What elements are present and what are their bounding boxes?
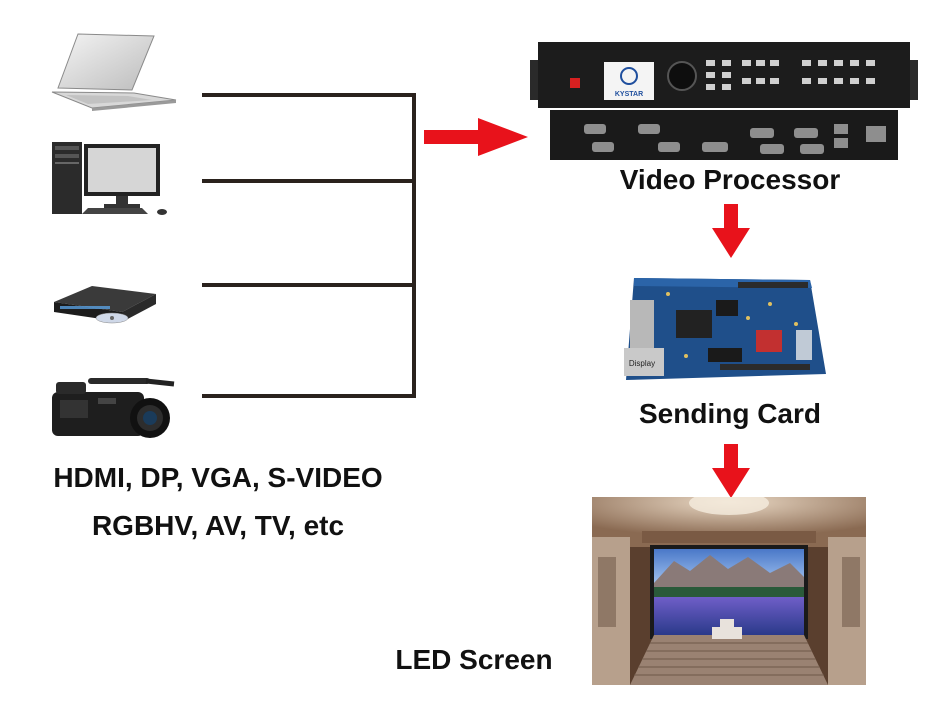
input-types-line2: RGBHV, AV, TV, etc (91, 510, 345, 541)
video-processor-device: KYSTAR (530, 42, 918, 160)
laptop-icon (51, 33, 177, 111)
arrow-right-icon (424, 118, 528, 156)
sending-card-device: Display (624, 278, 826, 380)
led-screen-label: LED Screen (395, 644, 553, 675)
camcorder-icon (52, 378, 175, 438)
desktop-computer-icon (52, 142, 167, 215)
display-port-label: Display (629, 359, 655, 368)
arrow-down-icon (712, 204, 750, 258)
media-player-icon (54, 286, 156, 324)
video-processor-label: Video Processor (619, 164, 841, 195)
input-types-line1: HDMI, DP, VGA, S-VIDEO (53, 462, 383, 493)
processor-brand-logo: KYSTAR (615, 91, 643, 98)
arrow-down-icon (712, 444, 750, 498)
led-screen-photo (592, 497, 866, 685)
sending-card-label: Sending Card (638, 398, 821, 429)
